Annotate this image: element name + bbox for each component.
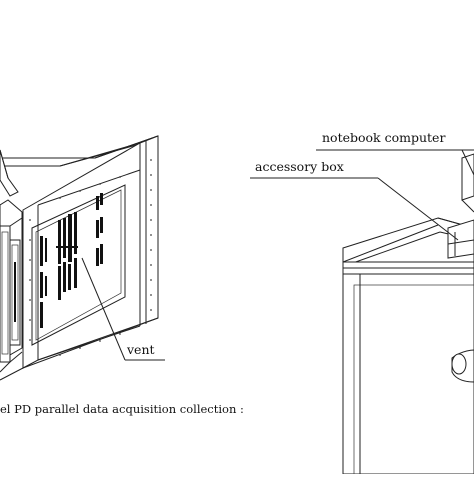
vent-leader-line: [81, 257, 126, 361]
left-block-front: [0, 225, 11, 363]
notebook-computer: [461, 153, 474, 201]
vent-slots: [40, 193, 103, 328]
vent-panel: [31, 184, 126, 346]
cart-front-panel: [342, 273, 474, 475]
vent-label: vent: [126, 342, 155, 357]
acquisition-unit: [0, 135, 159, 381]
figure-caption: el PD parallel data acquisition collecti…: [0, 402, 244, 416]
lid: [0, 149, 19, 197]
equipment-cart: [342, 153, 474, 475]
cart-handle: [451, 349, 474, 383]
notebook-computer-label: notebook computer: [322, 130, 445, 145]
accessory-box-label: accessory box: [255, 159, 344, 174]
rivets: [29, 159, 152, 356]
